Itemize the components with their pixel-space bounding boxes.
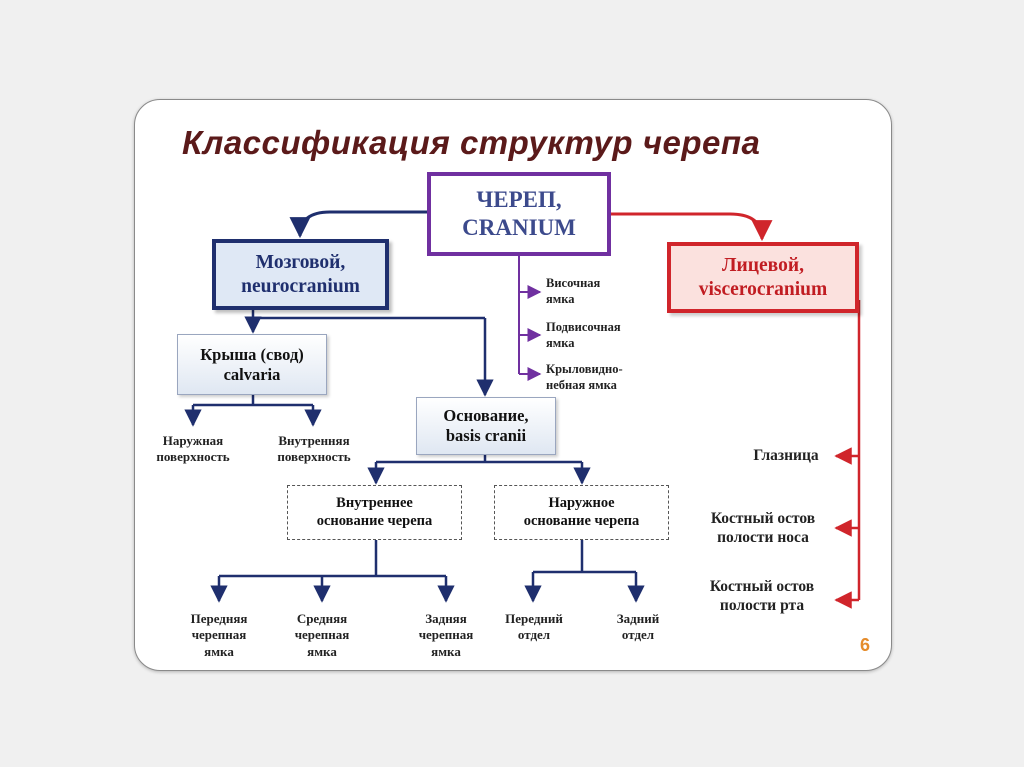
cranium-line1: ЧЕРЕП, — [476, 187, 562, 213]
pterygopalatine-fossa-label: Крыловидно- небная ямка — [546, 362, 623, 392]
outer-base-line2: основание черепа — [523, 512, 640, 529]
temporal-fossa-label: Височная ямка — [546, 276, 601, 306]
viscerocranium-line1: Лицевой, — [722, 255, 804, 277]
cranium-box: ЧЕРЕП,CRANIUM — [427, 172, 611, 256]
anterior-section-label: Передний отдел — [505, 611, 563, 643]
posterior-fossa-label: Задняя черепная ямка — [418, 611, 474, 659]
neurocranium-line1: Мозговой, — [255, 252, 346, 274]
outer-base-line1: Наружное — [548, 495, 615, 512]
inner-base-line2: основание черепа — [316, 512, 433, 529]
orbit-label: Глазница — [753, 447, 819, 464]
page-number: 6 — [860, 635, 871, 655]
neurocranium-box: Мозговой,neurocranium — [212, 239, 389, 310]
calvaria-line1: Крыша (свод) — [200, 344, 304, 364]
nasal-cavity-label: Костный остов полости носа — [710, 510, 816, 547]
inner-base-line1: Внутреннее — [336, 495, 413, 512]
basis-line2: basis cranii — [445, 426, 527, 445]
outer-surface-label: Наружная поверхность — [156, 433, 230, 465]
cranium-line2: CRANIUM — [462, 215, 576, 240]
calvaria-box: Крыша (свод)calvaria — [177, 334, 327, 395]
oral-cavity-label: Костный остов полости рта — [709, 578, 815, 615]
diagram-title: Классификация структур черепа — [182, 124, 761, 161]
neurocranium-line2: neurocranium — [241, 275, 360, 297]
viscerocranium-box: Лицевой,viscerocranium — [667, 242, 859, 313]
middle-fossa-label: Средняя черепная ямка — [294, 611, 350, 659]
infratemporal-fossa-label: Подвисочная ямка — [546, 320, 621, 350]
inner-surface-label: Внутренняя поверхность — [277, 433, 351, 465]
basis-box: Основание,basis cranii — [416, 397, 556, 455]
basis-line1: Основание, — [443, 406, 529, 426]
anterior-fossa-label: Передняя черепная ямка — [190, 611, 248, 659]
viscerocranium-line2: viscerocranium — [698, 278, 828, 300]
posterior-section-label: Задний отдел — [616, 611, 660, 643]
calvaria-line2: calvaria — [223, 364, 281, 384]
